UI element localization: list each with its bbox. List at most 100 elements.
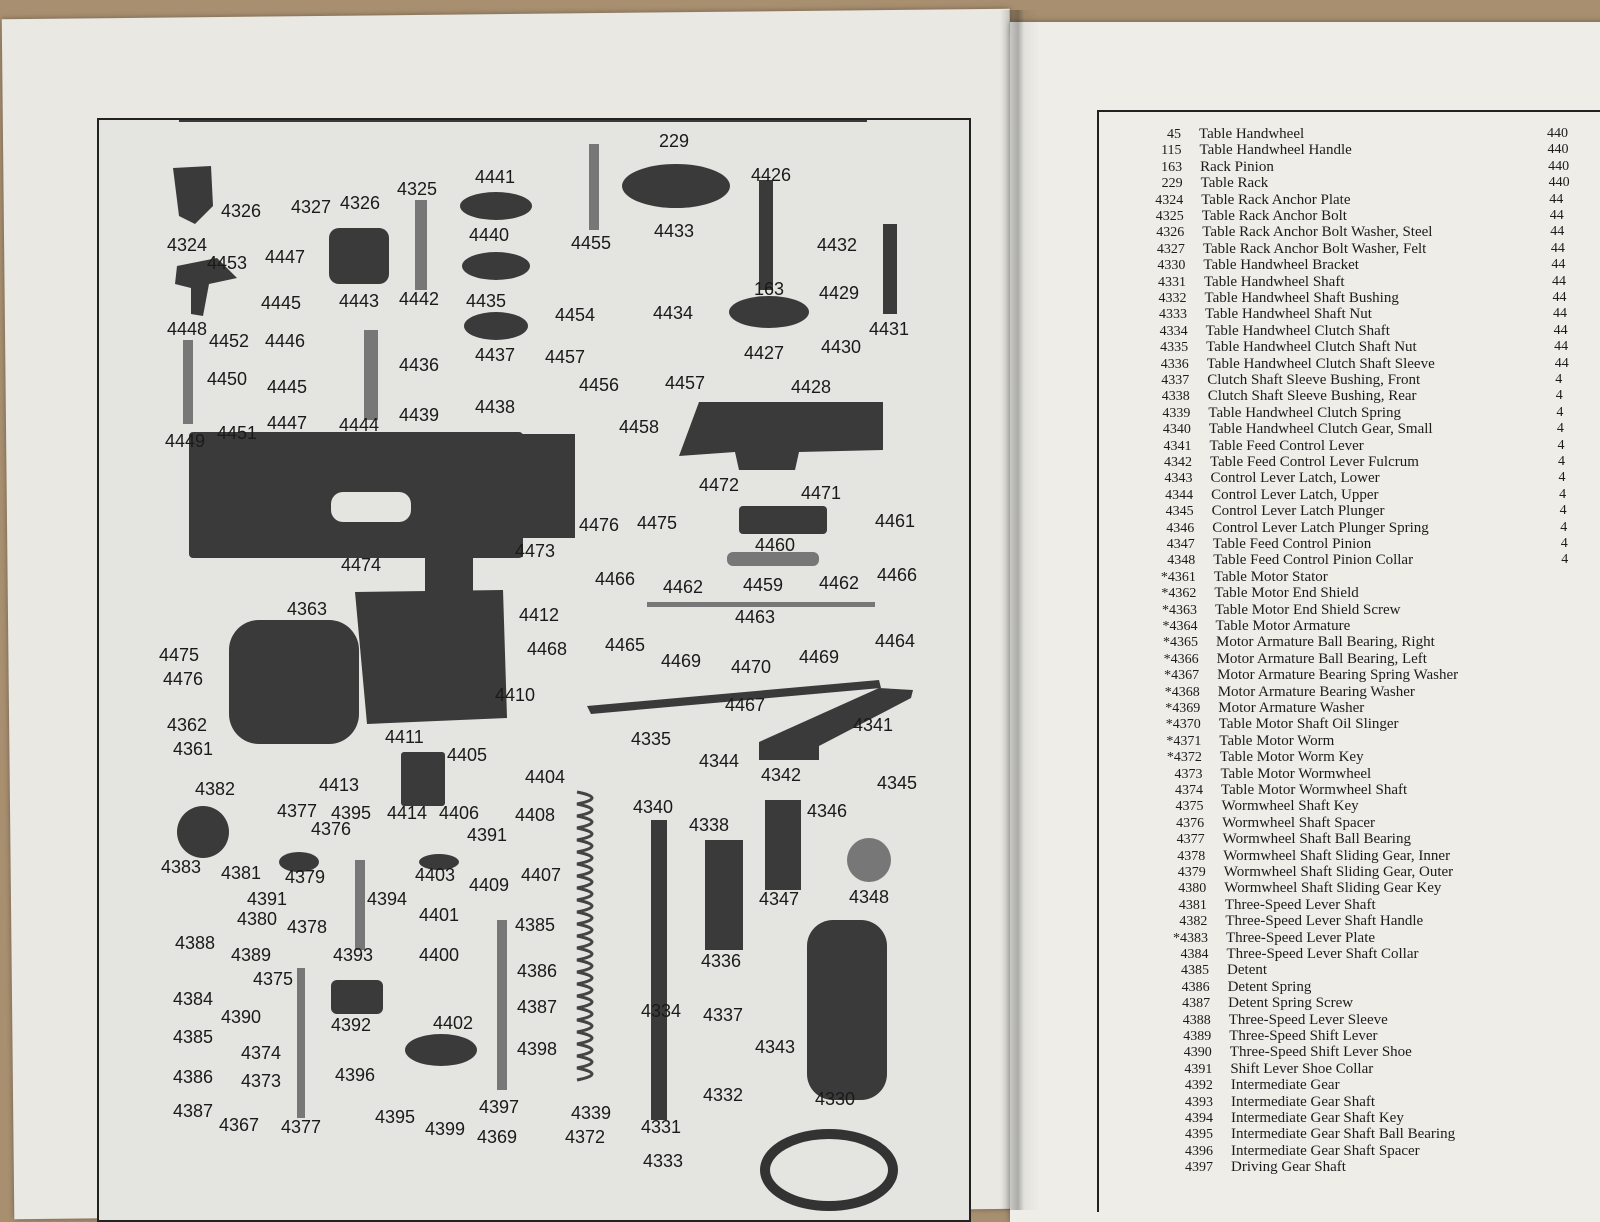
part-number-callout: 4395 bbox=[331, 803, 372, 823]
part-number: 4381 bbox=[1178, 897, 1207, 913]
part-number-callout: 4391 bbox=[467, 825, 508, 845]
part-number: *4367 bbox=[1164, 668, 1200, 684]
part-number-callout: 4345 bbox=[877, 773, 918, 793]
part-number-callout: 4391 bbox=[247, 889, 288, 909]
part-number: 4375 bbox=[1175, 799, 1204, 815]
shaft-part bbox=[355, 860, 365, 950]
part-number-callout: 4388 bbox=[175, 933, 216, 953]
part-number-callout: 4428 bbox=[791, 377, 832, 397]
part-number-callout: 4327 bbox=[291, 197, 332, 217]
part-number-callout: 4469 bbox=[661, 651, 702, 671]
housing-window bbox=[331, 492, 411, 522]
part-number: *4364 bbox=[1162, 619, 1198, 634]
parts-list-row: 4393 Intermediate Gear Shaft bbox=[1131, 1094, 1375, 1110]
intermediate-gear-part bbox=[331, 980, 383, 1014]
part-name: Control Lever Latch, Upper bbox=[1211, 486, 1379, 503]
part-number-callout: 4374 bbox=[241, 1043, 282, 1063]
part-name: Table Handwheel Shaft bbox=[1203, 273, 1345, 290]
part-number-callout: 4462 bbox=[819, 573, 860, 593]
part-number-callout: 4338 bbox=[689, 815, 730, 835]
shaft-part bbox=[589, 144, 599, 230]
part-name: Intermediate Gear Shaft bbox=[1231, 1093, 1376, 1110]
part-number: 4333 bbox=[1159, 307, 1188, 323]
part-ref-number: 4 bbox=[1558, 470, 1566, 486]
part-number: *4372 bbox=[1166, 750, 1202, 766]
part-number-callout: 4343 bbox=[755, 1037, 796, 1057]
clutch-spring-part bbox=[576, 790, 594, 1082]
part-number-callout: 4456 bbox=[579, 375, 620, 395]
part-number: 4325 bbox=[1155, 209, 1184, 224]
control-lever-part bbox=[759, 688, 913, 760]
part-name: Clutch Shaft Sleeve Bushing, Rear bbox=[1207, 388, 1417, 405]
sleeve-part bbox=[705, 840, 743, 950]
part-number-callout: 4398 bbox=[517, 1039, 558, 1059]
shaft-part bbox=[364, 330, 378, 420]
part-number: 4348 bbox=[1167, 553, 1196, 569]
collar-part bbox=[847, 838, 891, 882]
part-ref-number: 4 bbox=[1557, 437, 1565, 453]
part-number: 4393 bbox=[1185, 1094, 1213, 1110]
part-number-callout: 4399 bbox=[425, 1119, 466, 1139]
part-number: *4369 bbox=[1165, 701, 1201, 716]
part-name: Wormwheel Shaft Sliding Gear, Inner bbox=[1223, 847, 1451, 864]
part-number: 4340 bbox=[1162, 422, 1191, 438]
part-name: Table Feed Control Pinion Collar bbox=[1213, 552, 1414, 569]
part-name: Table Feed Control Lever bbox=[1209, 437, 1364, 454]
part-ref-number: 440 bbox=[1547, 126, 1568, 141]
part-number-callout: 4459 bbox=[743, 575, 784, 595]
part-number: 4391 bbox=[1184, 1061, 1213, 1077]
part-ref-number: 44 bbox=[1553, 322, 1568, 338]
part-number-callout: 4344 bbox=[699, 751, 740, 771]
part-name: Table Motor Armature bbox=[1215, 618, 1351, 634]
part-number: 4392 bbox=[1184, 1078, 1213, 1094]
part-name: Motor Armature Bearing Spring Washer bbox=[1217, 667, 1459, 684]
part-number-callout: 4361 bbox=[173, 739, 214, 759]
part-number-callout: 4463 bbox=[735, 607, 776, 627]
part-number-callout: 4402 bbox=[433, 1013, 474, 1033]
part-name: Motor Armature Ball Bearing, Left bbox=[1216, 650, 1427, 667]
part-name: Table Handwheel Bracket bbox=[1203, 257, 1359, 274]
part-number-callout: 4445 bbox=[261, 293, 302, 313]
part-number: 4335 bbox=[1160, 340, 1189, 356]
part-number: 4374 bbox=[1175, 783, 1203, 798]
part-name: Table Handwheel Shaft Nut bbox=[1205, 306, 1372, 323]
part-name: Three-Speed Lever Sleeve bbox=[1228, 1011, 1388, 1028]
part-number-callout: 4439 bbox=[399, 405, 440, 425]
part-number-callout: 4335 bbox=[631, 729, 672, 749]
part-number: 4382 bbox=[1179, 914, 1208, 930]
shaft-part bbox=[183, 340, 193, 424]
part-number-callout: 4387 bbox=[173, 1101, 214, 1121]
part-number: *4371 bbox=[1166, 733, 1202, 749]
part-ref-number: 44 bbox=[1554, 355, 1569, 371]
part-number-callout: 4383 bbox=[161, 857, 202, 877]
part-ref-number: 44 bbox=[1554, 339, 1569, 355]
part-number: 4346 bbox=[1166, 520, 1195, 536]
part-number-callout: 4330 bbox=[815, 1089, 856, 1109]
part-number-callout: 4442 bbox=[399, 289, 440, 309]
gear-part bbox=[419, 854, 459, 870]
part-number: 4386 bbox=[1181, 979, 1210, 995]
part-number-callout: 4471 bbox=[801, 483, 842, 503]
part-number-callout: 4342 bbox=[761, 765, 802, 785]
part-name: Table Rack Anchor Bolt Washer, Felt bbox=[1202, 240, 1427, 257]
pinion-part bbox=[765, 800, 801, 890]
